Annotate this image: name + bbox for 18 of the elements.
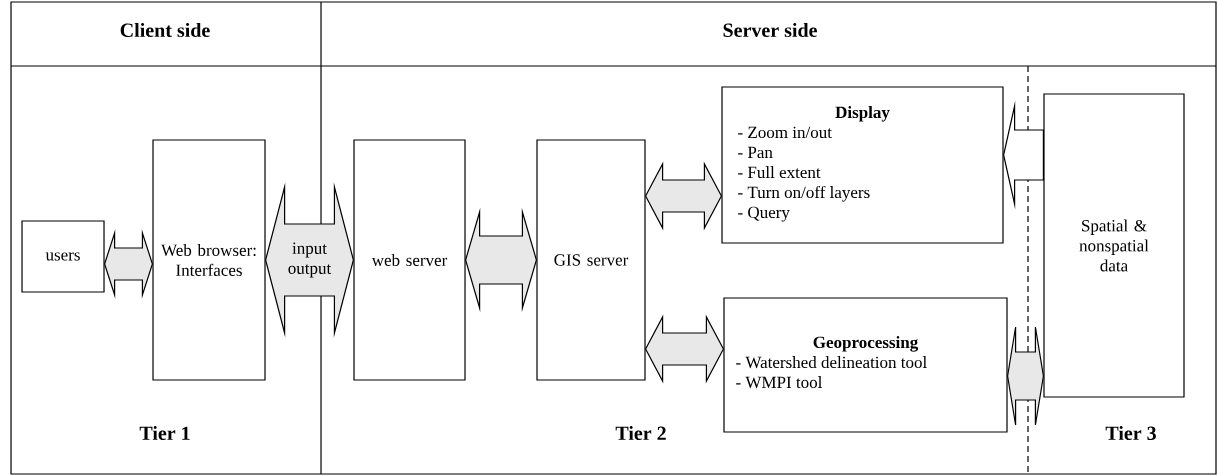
- block-arrow: [265, 182, 355, 338]
- process-box: GIS server: [536, 139, 646, 381]
- column-heading: Client side: [120, 22, 210, 38]
- block-arrow: [465, 207, 538, 313]
- block-arrow: [1007, 326, 1044, 426]
- process-box: web server: [353, 139, 466, 381]
- tier-label: Tier 3: [1105, 425, 1156, 440]
- block-arrow: [104, 229, 154, 299]
- process-box: users: [21, 220, 105, 293]
- block-arrow: [1003, 100, 1044, 210]
- process-box: Display - Zoom in/out - Pan - Full extent - Turn on/off layers - Query: [721, 86, 1004, 244]
- edge-label: input output: [288, 242, 332, 278]
- process-box: Spatial & nonspatial data: [1043, 93, 1185, 398]
- process-box: Web browser: Interfaces: [152, 139, 266, 381]
- column-heading: Server side: [723, 22, 817, 38]
- process-box: Geoprocessing - Watershed delineation tool - WMPI tool: [723, 297, 1008, 433]
- tier-label: Tier 2: [615, 425, 666, 440]
- tier-label: Tier 1: [139, 425, 190, 440]
